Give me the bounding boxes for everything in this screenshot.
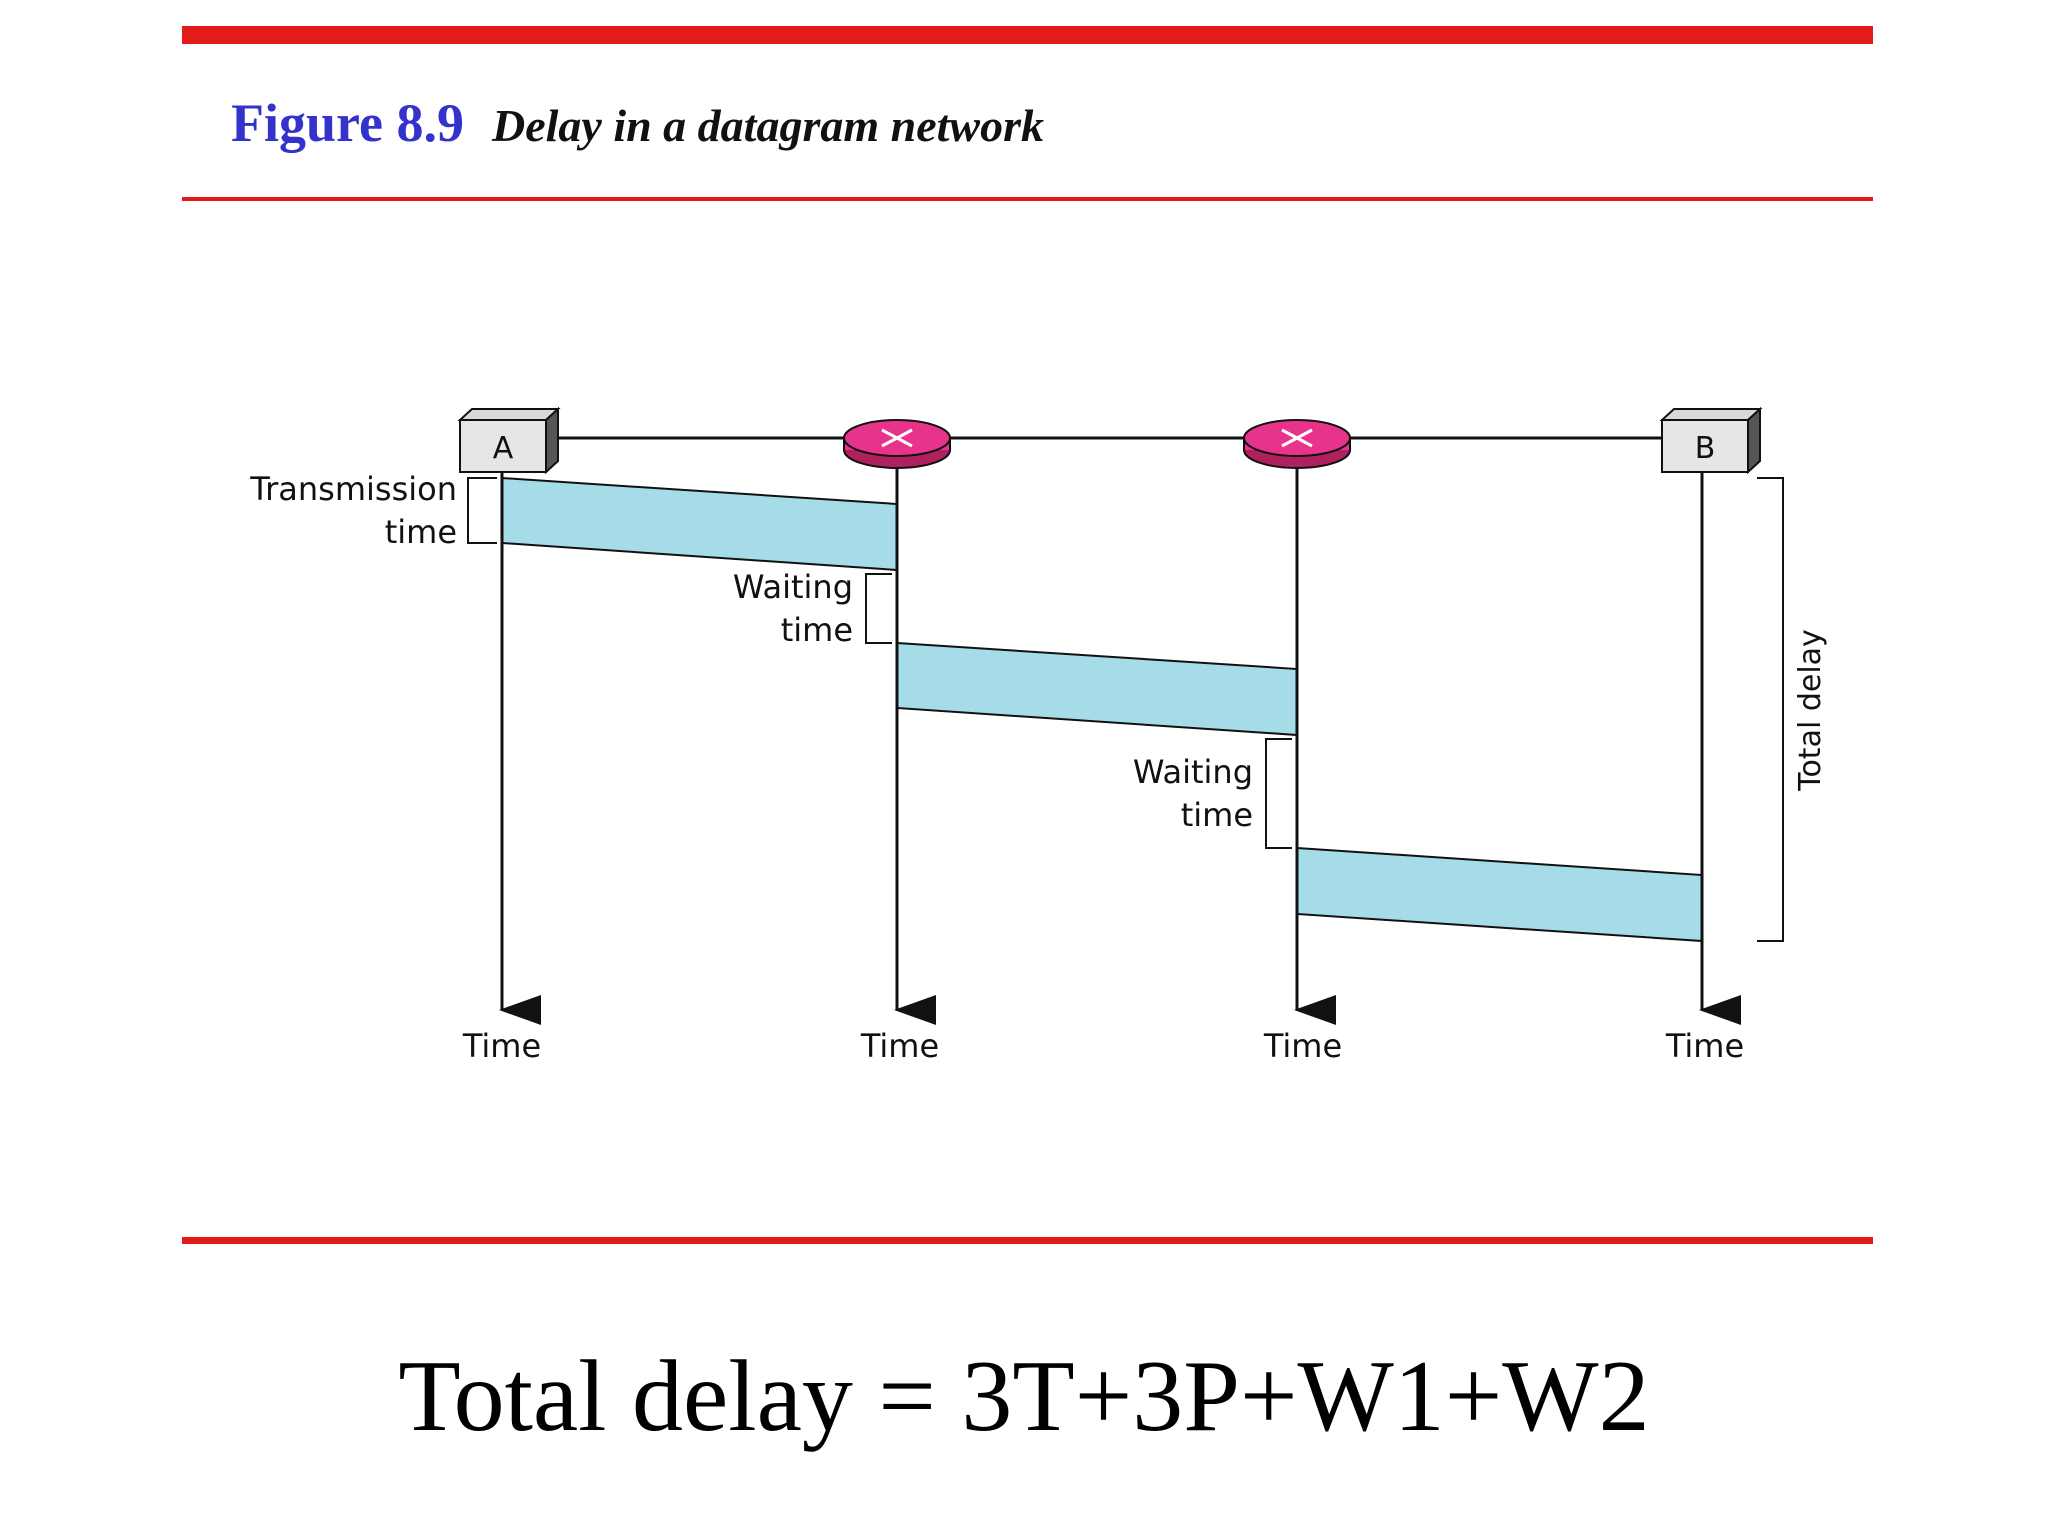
waiting-time-bracket-2 bbox=[1265, 738, 1292, 849]
packet-transmission-a-r1 bbox=[501, 476, 898, 572]
figure-caption: Delay in a datagram network bbox=[491, 100, 1045, 151]
transmission-time-label-line1: Transmission bbox=[249, 470, 457, 508]
total-delay-bracket bbox=[1757, 477, 1784, 942]
waiting-time-1-label-line2: time bbox=[781, 611, 853, 649]
router-icon bbox=[1243, 419, 1351, 469]
figure-number: Figure 8.9 bbox=[231, 93, 464, 153]
top-thick-rule bbox=[182, 26, 1873, 44]
host-box-icon: A bbox=[457, 406, 561, 475]
figure-title: Figure 8.9 Delay in a datagram network bbox=[231, 92, 1044, 154]
title-underline-rule bbox=[182, 197, 1873, 201]
waiting-time-bracket-1 bbox=[865, 573, 892, 644]
host-box-icon: B bbox=[1659, 406, 1763, 475]
packet-transmission-r2-b bbox=[1296, 846, 1703, 943]
waiting-time-1-label-line1: Waiting bbox=[733, 568, 853, 606]
time-label-r1: Time bbox=[860, 1027, 939, 1065]
waiting-time-2-label-line2: time bbox=[1181, 796, 1253, 834]
transmission-time-label-line2: time bbox=[385, 513, 457, 551]
time-label-a: Time bbox=[462, 1027, 541, 1065]
total-delay-formula: Total delay = 3T+3P+W1+W2 bbox=[398, 1340, 1650, 1453]
packet-transmission-r1-r2 bbox=[896, 641, 1298, 737]
time-label-b: Time bbox=[1665, 1027, 1744, 1065]
node-a-label: A bbox=[493, 431, 514, 466]
total-delay-label: Total delay bbox=[1793, 629, 1828, 792]
bottom-rule bbox=[182, 1237, 1873, 1244]
node-b-label: B bbox=[1695, 431, 1716, 466]
router-icon bbox=[843, 419, 951, 469]
time-label-r2: Time bbox=[1263, 1027, 1342, 1065]
transmission-time-bracket bbox=[467, 477, 497, 544]
waiting-time-2-label-line1: Waiting bbox=[1133, 753, 1253, 791]
